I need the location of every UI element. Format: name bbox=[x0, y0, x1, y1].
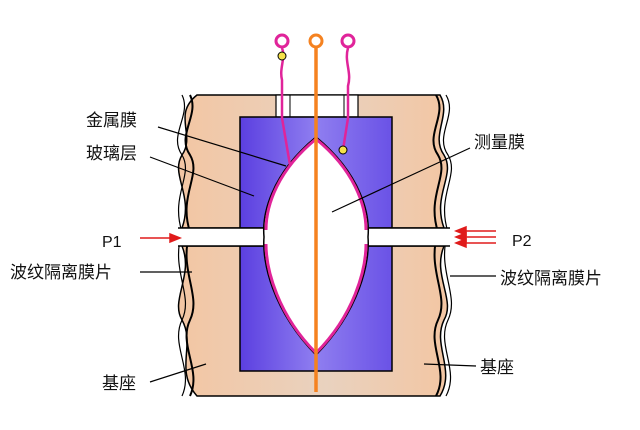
contact-dot-film bbox=[338, 145, 348, 155]
pressure-arrow-p1 bbox=[140, 232, 183, 244]
left-terminal-ring bbox=[274, 33, 290, 49]
label-glass-layer: 玻璃层 bbox=[86, 144, 137, 164]
right-terminal-ring bbox=[340, 33, 356, 49]
label-measuring-membrane: 测量膜 bbox=[474, 133, 525, 153]
label-bellows-right: 波纹隔离膜片 bbox=[500, 269, 602, 289]
leader-lines bbox=[140, 126, 496, 383]
right-terminal-wire bbox=[341, 47, 351, 151]
label-metal-film: 金属膜 bbox=[86, 111, 137, 131]
label-p1: P1 bbox=[102, 234, 122, 251]
center-terminal-ring bbox=[308, 33, 324, 49]
label-p2: P2 bbox=[512, 233, 532, 250]
contact-dot-top bbox=[277, 51, 287, 61]
label-bellows-left: 波纹隔离膜片 bbox=[10, 263, 112, 283]
label-base-left: 基座 bbox=[102, 374, 136, 394]
label-base-right: 基座 bbox=[480, 358, 514, 378]
pressure-arrow-p2 bbox=[453, 225, 496, 249]
